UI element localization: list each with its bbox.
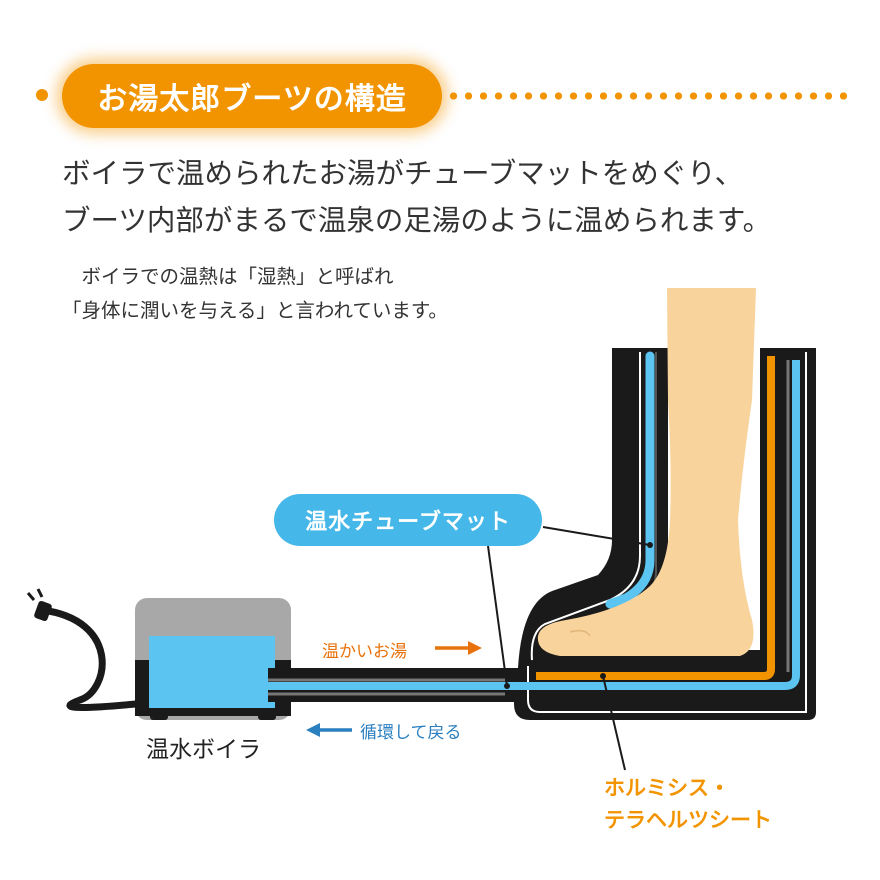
foot-illustration <box>537 288 756 656</box>
sheet-label-line-1: ホルミシス・ <box>604 776 730 800</box>
tube-mat <box>268 351 800 696</box>
header-dotted-line <box>446 92 850 100</box>
lead-line-2: ブーツ内部がまるで温泉の足湯のように温められます。 <box>62 204 772 237</box>
boiler-icon <box>135 598 291 720</box>
sub-line-2: 「身体に潤いを与える」と言われています。 <box>62 299 448 322</box>
callout-dot-3 <box>600 673 606 679</box>
sub-line-1: ボイラでの温熱は「湿熱」と呼ばれ <box>62 265 394 288</box>
hot-water-arrow-icon <box>435 641 482 655</box>
power-plug-icon <box>26 588 140 711</box>
header-dot-left <box>36 89 48 101</box>
lead-line-1: ボイラで温められたお湯がチューブマットをめぐり、 <box>62 157 744 190</box>
callout-dot-2 <box>504 683 510 689</box>
sheet-label-line-2: テラヘルツシート <box>604 808 772 832</box>
sheet-callout-line <box>602 675 626 771</box>
return-arrow-icon <box>306 723 352 737</box>
tube-mat-label: 温水チューブマット <box>274 494 542 546</box>
tube-mat-callout-line-2 <box>487 545 508 687</box>
sub-text: ボイラでの温熱は「湿熱」と呼ばれ 「身体に潤いを与える」と言われています。 <box>62 260 582 328</box>
tube-mat-callout-line-1 <box>542 526 651 546</box>
callout-dot-1 <box>647 542 653 548</box>
sheet-label: ホルミシス・ テラヘルツシート <box>604 772 772 836</box>
terahertz-sheet <box>536 356 775 680</box>
tube-mat-label-text: 温水チューブマット <box>305 510 511 535</box>
hot-water-label: 温かいお湯 <box>322 642 407 662</box>
return-label: 循環して戻る <box>360 723 462 743</box>
title-badge: お湯太郎ブーツの構造 <box>62 64 442 128</box>
lead-text: ボイラで温められたお湯がチューブマットをめぐり、 ブーツ内部がまるで温泉の足湯の… <box>62 150 862 244</box>
page-title: お湯太郎ブーツの構造 <box>97 82 407 117</box>
boiler-label: 温水ボイラ <box>146 737 261 763</box>
